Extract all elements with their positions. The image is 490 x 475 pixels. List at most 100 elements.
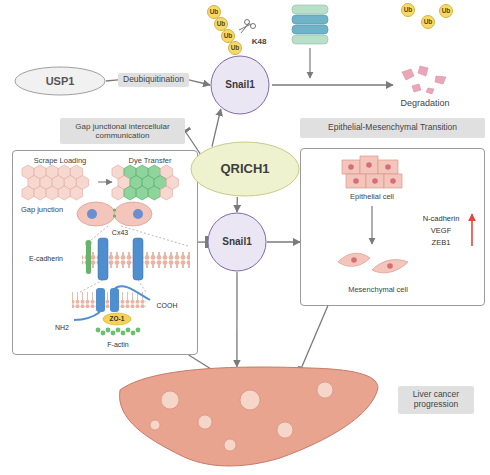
membrane-bilayer: [138, 280, 146, 292]
free-ubiquitin: [440, 5, 453, 18]
cell-monolayer: [124, 186, 136, 200]
connexin-topology: [72, 286, 150, 325]
callout-label: Ub: [442, 8, 451, 15]
epithelial-cells: [342, 156, 402, 188]
callout-label: Ub: [210, 9, 219, 16]
connexin-topology: [72, 292, 146, 308]
upregulation-arrow: [471, 214, 473, 246]
panel-frame: [300, 148, 485, 306]
epithelial-cells: [360, 156, 378, 174]
actin-filament: [131, 331, 136, 336]
free-ubiquitin: [402, 4, 453, 29]
tumor-nodule: [150, 420, 160, 430]
panel-frame: [12, 150, 198, 355]
outline-shape: [208, 213, 266, 271]
actin-filament: [121, 331, 126, 336]
cell-monolayer: [112, 186, 124, 200]
protein-fragments: [402, 66, 446, 94]
gap-junction-cells: [113, 214, 116, 217]
proteasome-26s: [292, 25, 328, 34]
connexin-topology: [103, 313, 131, 325]
epithelial-cells: [378, 160, 398, 174]
transfer-arrow: [98, 181, 112, 182]
tumor-nodule: [240, 390, 260, 410]
connexin-topology: [96, 288, 105, 312]
cell-monolayer: [160, 186, 172, 200]
mesenchymal-cells: [338, 253, 370, 266]
node-text: Epithelial-Mesenchymal Transition: [304, 123, 481, 133]
degradation-arrow: [272, 85, 393, 86]
callout-label: Scrape Loading: [34, 157, 87, 165]
callout-label: Dye Transfer: [129, 157, 172, 165]
cell-monolayer: [136, 186, 148, 200]
connector: [189, 80, 210, 85]
transfer-arrow: [98, 182, 112, 183]
membrane-bilayer: [80, 238, 190, 292]
membrane-bilayer: [86, 244, 91, 274]
epithelial-cells: [385, 164, 391, 170]
cell-monolayer: [112, 165, 179, 200]
connexin-topology: [74, 312, 100, 320]
gap-junction-cells: [77, 202, 115, 226]
callout-label: Degradation: [400, 99, 449, 108]
cell-monolayer: [148, 186, 160, 200]
proteasome-26s: [292, 15, 328, 24]
gap-junction-cells: [121, 226, 188, 246]
callout-label: E-cadherin: [29, 255, 63, 262]
callout-label: VEGF: [431, 227, 451, 235]
callout-label: NH2: [55, 324, 69, 331]
epithelial-cells: [366, 174, 384, 188]
epithelial-cells: [346, 174, 366, 188]
panel-header: Epithelial-Mesenchymal Transition: [300, 118, 485, 138]
actin-filament: [96, 328, 141, 336]
membrane-bilayer: [86, 240, 92, 246]
node-text: USP1: [46, 75, 75, 88]
actin-filament: [116, 328, 121, 333]
connector: [267, 241, 300, 242]
outline-shape: [211, 56, 269, 114]
callout-label: F-actin: [107, 341, 128, 348]
actin-filament: [96, 328, 101, 333]
callout-label: Gap junction: [21, 206, 63, 214]
ubiquitin-chain: [229, 42, 242, 55]
outline-shape: [191, 142, 299, 196]
node-text: Deubiquitination: [123, 75, 184, 85]
tumor-nodule: [224, 439, 236, 451]
actin-filament: [136, 328, 141, 333]
epithelial-cells: [348, 164, 354, 170]
protein-fragments: [402, 69, 414, 80]
callout-label: Ub: [231, 45, 240, 52]
tumor-nodule: [277, 422, 293, 438]
callout-label: Ub: [424, 19, 433, 26]
connexin-topology: [115, 286, 150, 300]
gjic-panel: Gap junctional intercellular communicati…: [12, 118, 198, 355]
connector: [198, 241, 207, 242]
epithelial-cells: [342, 160, 360, 174]
cell-monolayer: [34, 186, 46, 200]
actin-filament: [126, 328, 131, 333]
proteasome-26s: [309, 48, 310, 78]
label-box: Liver cancer progression: [398, 386, 474, 414]
cell-monolayer: [22, 165, 89, 200]
emt-panel: Epithelial-Mesenchymal Transition: [300, 118, 485, 306]
liver-outline: [120, 367, 378, 466]
protein-fragments: [418, 66, 428, 76]
epithelial-cells: [390, 178, 396, 184]
ubiquitin-chain: [208, 6, 242, 55]
liver-shape: [110, 360, 380, 472]
gap-junction-cells: [114, 202, 152, 226]
epithelial-cells: [353, 178, 359, 184]
gap-junction-cells: [133, 209, 143, 219]
mesenchymal-cells: [372, 260, 408, 273]
callout-label: Epithelial cell: [350, 193, 394, 201]
scissors-symbol: [251, 24, 256, 29]
node-text: Snail1: [225, 79, 254, 91]
actin-filament: [101, 331, 106, 336]
emt-arrow: [371, 206, 372, 244]
membrane-bilayer: [133, 238, 143, 280]
outline-shape: [15, 67, 105, 95]
liver-drawing: [110, 360, 380, 472]
proteasome-26s: [292, 35, 328, 44]
epithelial-cells: [372, 178, 378, 184]
